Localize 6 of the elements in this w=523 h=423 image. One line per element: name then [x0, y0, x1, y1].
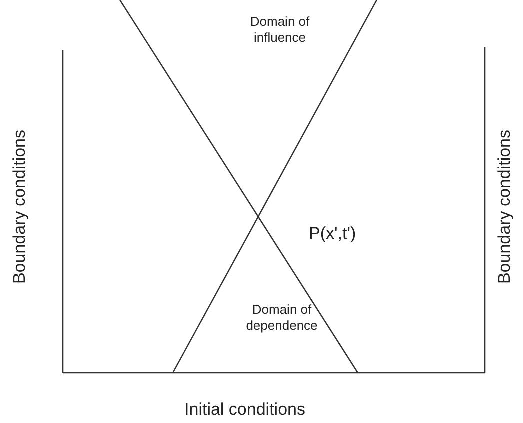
- region-label: Domain of dependence: [245, 302, 319, 334]
- axis-label: Initial conditions: [184, 400, 306, 420]
- point-label: P(x',t'): [309, 224, 356, 244]
- axis-label: Boundary conditions: [10, 130, 30, 284]
- axis-label: Boundary conditions: [495, 130, 515, 284]
- region-label: Domain of influence: [249, 14, 311, 46]
